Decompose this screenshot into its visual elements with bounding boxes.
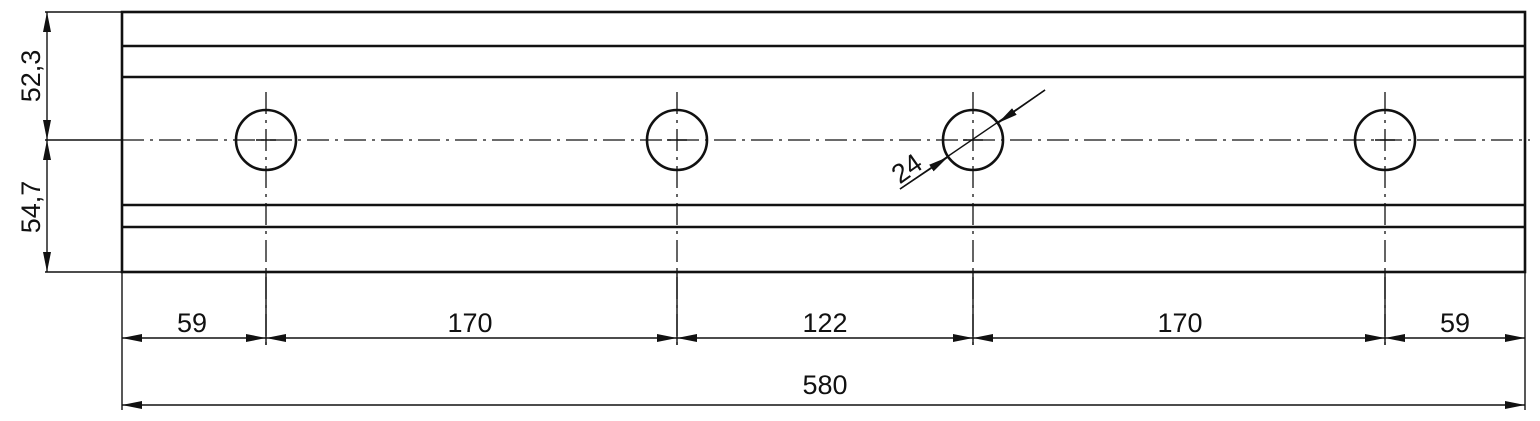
dim-label-segment: 170 (1157, 308, 1202, 338)
dim-label-segment: 122 (802, 308, 847, 338)
dim-label-lower: 54,7 (16, 181, 46, 234)
dim-label-segment: 170 (447, 308, 492, 338)
hole (941, 92, 1005, 345)
dim-label-segment: 59 (177, 308, 207, 338)
hole (234, 92, 298, 345)
hole (645, 92, 709, 345)
vertical-dimensions: 52,3 54,7 (16, 11, 122, 273)
dim-label-upper: 52,3 (16, 50, 46, 103)
dim-label-segment: 59 (1440, 308, 1470, 338)
hole (1353, 92, 1417, 345)
horizontal-dimensions: 580 59 170 122 170 59 (121, 272, 1526, 410)
diameter-label: 24 (886, 148, 928, 190)
holes (234, 92, 1417, 345)
plate-outline (120, 10, 1527, 274)
dim-label-overall: 580 (802, 370, 847, 400)
